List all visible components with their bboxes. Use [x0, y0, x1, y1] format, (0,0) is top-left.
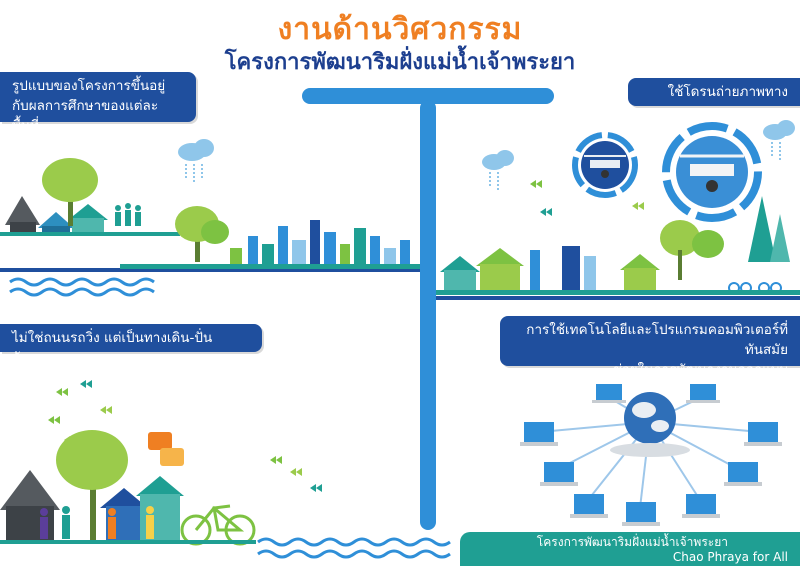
globe-icon [610, 392, 690, 457]
laptop-icon [520, 422, 558, 446]
butterfly-icon [48, 416, 60, 424]
bicycle-icon [180, 504, 256, 546]
footer-banner: โครงการพัฒนาริมฝั่งแม่น้ำเจ้าพระยา Chao … [460, 532, 800, 566]
drone-icon [662, 122, 762, 222]
laptop-icon [540, 462, 578, 486]
tag-line: ใช้โดรนถ่ายภาพทางอากาศ [667, 84, 788, 120]
footer-project-name: โครงการพัฒนาริมฝั่งแม่น้ำเจ้าพระยา [536, 535, 728, 549]
page-subtitle: โครงการพัฒนาริมฝั่งแม่น้ำเจ้าพระยา [224, 50, 576, 75]
tag-line: ช่วยในการพัฒนางานออกแบบ [612, 362, 788, 378]
top-left-scene [0, 139, 420, 297]
tag-mid-right: การใช้เทคโนโลยีและโปรแกรมคอมพิวเตอร์ที่ท… [500, 316, 800, 378]
ground-line-left [0, 268, 420, 272]
laptop-icon [686, 384, 720, 403]
tag-line: ไม่ใช่ถนนรถวิ่ง แต่เป็นทางเดิน-ปั่นจักรย… [12, 330, 213, 366]
bottom-left-scene [0, 380, 451, 559]
laptop-icon [744, 422, 782, 446]
ground-line-right [436, 296, 800, 300]
butterfly-icon [270, 456, 282, 464]
cloud-icon [178, 139, 214, 184]
chat-bubble-icon [148, 432, 172, 450]
t-divider-stem [420, 100, 436, 530]
top-right-scene [436, 120, 800, 295]
cloud-icon [763, 120, 795, 160]
laptop-icon [570, 494, 608, 518]
butterfly-icon [530, 180, 542, 188]
butterfly-icon [290, 468, 302, 476]
laptop-icon [724, 462, 762, 486]
laptop-icon [622, 502, 660, 526]
tag-line: กับผลการศึกษาของแต่ละพื้นที่ [12, 98, 159, 134]
tag-line: การใช้เทคโนโลยีและโปรแกรมคอมพิวเตอร์ที่ท… [526, 322, 788, 358]
cloud-icon [482, 150, 514, 190]
chat-bubble-icon [160, 448, 184, 466]
tag-line: รูปแบบของโครงการขึ้นอยู่ [12, 78, 166, 94]
tag-mid-left: ไม่ใช่ถนนรถวิ่ง แต่เป็นทางเดิน-ปั่นจักรย… [0, 324, 262, 366]
drone-icon [572, 132, 638, 198]
laptop-icon [682, 494, 720, 518]
page-title: งานด้านวิศวกรรม [277, 12, 523, 47]
laptop-icon [592, 384, 626, 403]
butterfly-icon [540, 208, 552, 216]
butterfly-icon [56, 388, 68, 396]
t-divider-bar [302, 88, 554, 104]
butterfly-icon [80, 380, 92, 388]
bottom-right-scene [520, 384, 782, 526]
footer-slogan: Chao Phraya for All [672, 550, 788, 564]
tag-top-right: ใช้โดรนถ่ายภาพทางอากาศ [628, 78, 800, 120]
butterfly-icon [632, 202, 644, 210]
butterfly-icon [310, 484, 322, 492]
butterfly-icon [100, 406, 112, 414]
tag-top-left: รูปแบบของโครงการขึ้นอยู่ กับผลการศึกษาขอ… [0, 72, 196, 134]
